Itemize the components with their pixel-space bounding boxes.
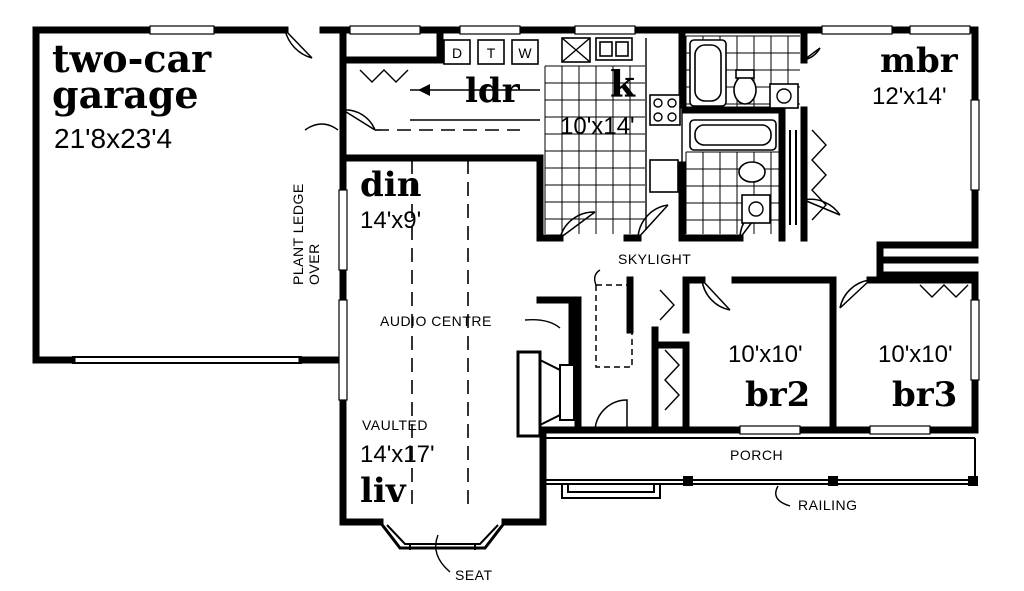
washer bbox=[511, 39, 539, 65]
laundry-tub bbox=[477, 39, 505, 65]
liv-note: VAULTED bbox=[362, 417, 428, 433]
kitchen-fixtures bbox=[561, 37, 683, 230]
toilet-ensuite bbox=[733, 75, 757, 105]
cooktop bbox=[649, 94, 681, 126]
br2-dims: 10'x10' bbox=[728, 341, 803, 368]
liv-name: liv bbox=[360, 471, 407, 511]
din-dims: 14'x9' bbox=[360, 207, 421, 234]
leader-lines bbox=[304, 123, 561, 573]
bay-window-seat bbox=[377, 519, 508, 550]
seat-label: SEAT bbox=[455, 567, 493, 583]
mbr-dims: 12'x14' bbox=[872, 83, 947, 110]
br3-name: br3 bbox=[892, 375, 957, 415]
room-labels: two-car garage 21'8x23'4 ldr k 10'x14' m… bbox=[52, 36, 959, 511]
din-name: din bbox=[360, 165, 421, 205]
railing-label: RAILING bbox=[798, 497, 858, 513]
closet-doors bbox=[359, 69, 975, 411]
vault-beams bbox=[411, 160, 469, 505]
skylight bbox=[593, 269, 633, 368]
ldr-name: ldr bbox=[465, 71, 521, 111]
oven bbox=[649, 159, 679, 193]
garage-name-line1: two-car bbox=[52, 36, 212, 81]
washer-label: W bbox=[518, 45, 532, 61]
dryer-label: D bbox=[452, 45, 462, 61]
kitchen-dims: 10'x14' bbox=[560, 113, 635, 140]
porch-label: PORCH bbox=[730, 447, 783, 463]
garage-name-line2: garage bbox=[52, 72, 199, 117]
windows bbox=[149, 25, 980, 435]
plant-ledge-line2: OVER bbox=[306, 243, 322, 285]
garage-dims: 21'8x23'4 bbox=[54, 123, 172, 154]
stair-arrow bbox=[418, 84, 430, 96]
toilet-main bbox=[738, 161, 766, 183]
skylight-label: SKYLIGHT bbox=[618, 251, 691, 267]
sink-ensuite bbox=[769, 83, 799, 109]
garage-door[interactable] bbox=[72, 356, 302, 364]
mbr-name: mbr bbox=[880, 41, 959, 81]
laundry-appliances: D T W bbox=[443, 39, 539, 65]
liv-dims: 14'x17' bbox=[360, 441, 435, 468]
sink-main bbox=[741, 194, 771, 224]
br2-name: br2 bbox=[745, 375, 810, 415]
dryer bbox=[443, 39, 471, 65]
kitchen-name: k bbox=[610, 64, 636, 106]
tub-label: T bbox=[487, 45, 496, 61]
br3-dims: 10'x10' bbox=[878, 341, 953, 368]
plan-notes: PLANT LEDGE OVER SKYLIGHT AUDIO CENTRE P… bbox=[290, 183, 858, 583]
fireplace bbox=[516, 350, 575, 438]
audio-centre-label: AUDIO CENTRE bbox=[380, 313, 492, 329]
plant-ledge-line1: PLANT LEDGE bbox=[290, 183, 306, 285]
porch bbox=[546, 437, 978, 507]
stairs bbox=[375, 84, 540, 131]
bath-fixtures bbox=[689, 39, 799, 224]
